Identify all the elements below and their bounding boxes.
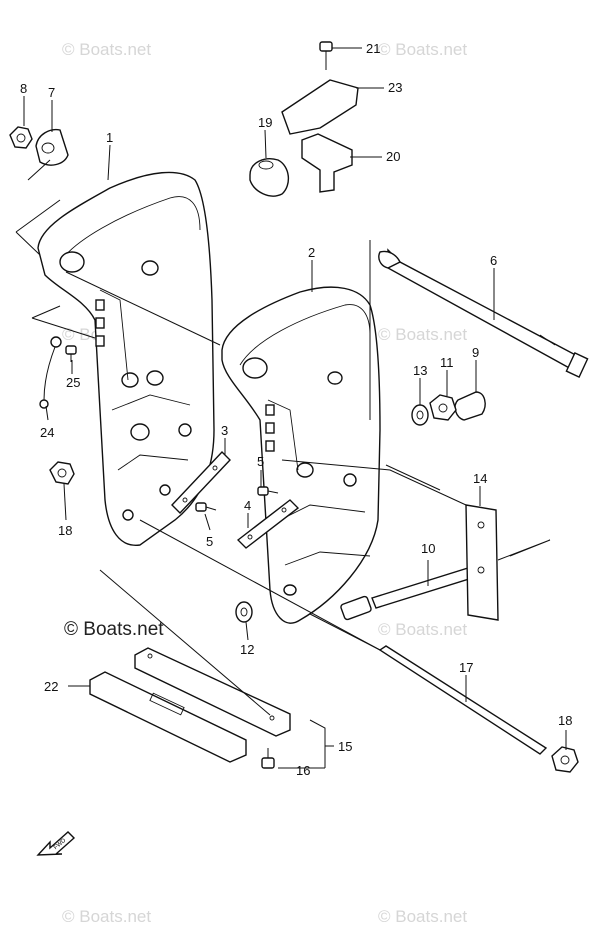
callout-9: 9 — [472, 345, 479, 360]
guide-lines — [15, 159, 551, 716]
screw-16 — [261, 748, 275, 769]
callout-4: 4 — [244, 498, 251, 513]
washer-plate-7 — [35, 128, 69, 166]
screw-25 — [65, 345, 77, 362]
nut-8 — [9, 126, 33, 149]
washer-12 — [235, 601, 253, 623]
watermark-text: © Boats.net — [378, 325, 467, 344]
callout-21: 21 — [366, 41, 380, 56]
callout-13: 13 — [413, 363, 427, 378]
bolt-10 — [340, 567, 473, 621]
callout-5b: 5 — [206, 534, 213, 549]
washer-13 — [411, 404, 429, 426]
leader-lines — [23, 47, 567, 769]
callout-14: 14 — [473, 471, 487, 486]
plate-3 — [171, 450, 231, 515]
callout-7: 7 — [48, 85, 55, 100]
nut-18a — [49, 461, 75, 485]
callout-11: 11 — [440, 355, 454, 370]
callout-10: 10 — [421, 541, 435, 556]
collar-9 — [454, 391, 486, 421]
callout-20: 20 — [386, 149, 400, 164]
callout-3: 3 — [221, 423, 228, 438]
clamp-bracket-right — [221, 286, 381, 624]
screw-5a — [257, 486, 279, 496]
bracket-20 — [301, 133, 353, 193]
cap-19 — [249, 158, 289, 197]
callout-1: 1 — [106, 130, 113, 145]
bolt-21 — [319, 41, 333, 70]
screw-5b — [195, 502, 217, 512]
tilt-rod-17 — [378, 645, 548, 755]
callout-17: 17 — [459, 660, 473, 675]
plate-4 — [236, 499, 300, 549]
watermark-layer: © Boats.net © Boats.net © Boats.net © Bo… — [62, 40, 467, 926]
fwd-arrow-icon: FWD — [36, 831, 76, 856]
clamp-bracket-left — [37, 171, 215, 546]
callout-25: 25 — [66, 375, 80, 390]
spacer-22 — [89, 671, 247, 763]
nut-11 — [429, 394, 457, 421]
watermark-text: © Boats.net — [62, 907, 151, 926]
callout-16: 16 — [296, 763, 310, 778]
watermark-text: © Boats.net — [378, 620, 467, 639]
plate-14 — [465, 504, 499, 621]
copyright-label: © Boats.net — [64, 619, 164, 640]
callout-22: 22 — [44, 679, 58, 694]
cover-23 — [281, 79, 359, 135]
spacer-15 — [134, 647, 291, 737]
watermark-text: © Boats.net — [378, 40, 467, 59]
watermark-text: © Boats.net — [378, 907, 467, 926]
callout-18a: 18 — [58, 523, 72, 538]
callout-24: 24 — [40, 425, 54, 440]
ground-wire-24 — [39, 336, 62, 409]
callout-18b: 18 — [558, 713, 572, 728]
callout-2: 2 — [308, 245, 315, 260]
callout-5a: 5 — [257, 454, 264, 469]
callout-6: 6 — [490, 253, 497, 268]
watermark-text: © Boats.net — [62, 40, 151, 59]
callout-labels: 1 2 3 4 5 5 6 7 8 9 10 11 12 13 14 15 16… — [20, 41, 572, 778]
callout-19: 19 — [258, 115, 272, 130]
callout-15: 15 — [338, 739, 352, 754]
callout-8: 8 — [20, 81, 27, 96]
callout-23: 23 — [388, 80, 402, 95]
nut-18b — [551, 746, 579, 773]
tube-6 — [378, 248, 589, 378]
callout-12: 12 — [240, 642, 254, 657]
